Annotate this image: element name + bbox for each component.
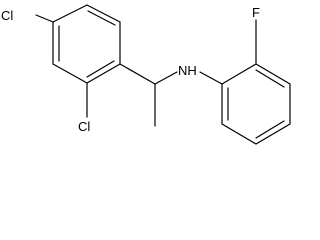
ring1-double-bond: [87, 10, 116, 26]
ring1-bond: [86, 4, 121, 23]
ring2-bond: [255, 123, 291, 145]
bond-c-cl-para: [35, 14, 54, 23]
bond-ch-nh: [154, 71, 178, 85]
amine-label: NH: [178, 63, 197, 78]
dichlorophenyl-ring: [52, 4, 121, 84]
ring2-bond: [221, 63, 257, 85]
ring1-bond: [52, 63, 88, 84]
fluorine-label: F: [252, 5, 260, 20]
ring1-bond: [52, 4, 88, 23]
chlorine-label-para: Cl: [1, 8, 13, 23]
bond-ring1-ch: [119, 63, 156, 85]
ring2-double-bond: [255, 69, 285, 88]
ring2-bond: [255, 63, 291, 85]
chemical-structure-diagram: Cl Cl NH F: [1, 4, 291, 145]
chlorine-label-ortho: Cl: [78, 119, 90, 134]
ring2-double-bond: [255, 120, 285, 139]
ring2-bond: [221, 123, 257, 145]
ring1-bond: [86, 63, 121, 84]
bond-nh-ring2: [199, 71, 223, 85]
ring1-double-bond: [86, 60, 115, 78]
fluorophenyl-ring: [221, 63, 291, 145]
